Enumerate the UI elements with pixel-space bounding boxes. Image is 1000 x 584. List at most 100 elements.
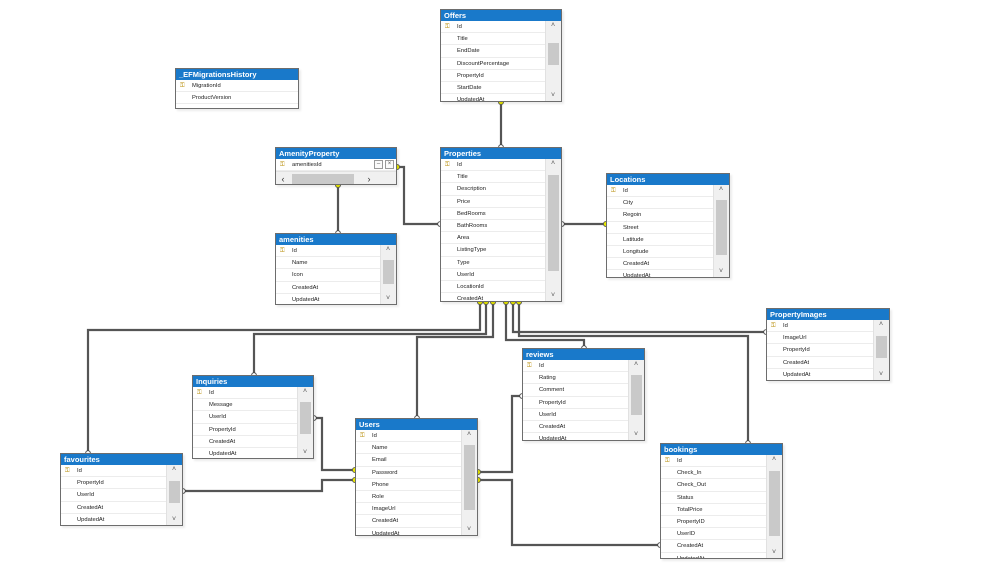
field-row[interactable]: ImageUrl <box>767 332 873 345</box>
relationship-users-favourites[interactable] <box>183 478 355 493</box>
scroll-down-icon[interactable]: ˅ <box>466 526 472 533</box>
field-row[interactable]: ⚿Id <box>661 455 766 468</box>
vertical-scrollbar[interactable]: ˄˅ <box>628 360 644 440</box>
scroll-up-icon[interactable]: ˄ <box>171 466 177 473</box>
field-row[interactable]: PropertyID <box>661 516 766 529</box>
field-row[interactable]: Message <box>193 399 297 412</box>
relationship-properties-users[interactable] <box>415 302 495 418</box>
scroll-thumb[interactable] <box>464 445 475 510</box>
field-row[interactable]: Comment <box>523 384 628 397</box>
field-row[interactable]: PropertyId <box>523 397 628 409</box>
field-row[interactable]: Status <box>661 492 766 504</box>
field-row[interactable]: LocationId <box>441 281 545 294</box>
scroll-down-icon[interactable]: ˅ <box>633 431 639 438</box>
scroll-thumb[interactable] <box>716 200 727 255</box>
scroll-up-icon[interactable]: ˄ <box>718 186 724 193</box>
field-row[interactable]: EndDate <box>441 45 545 58</box>
relationship-amenityprop-properties[interactable] <box>397 165 440 226</box>
relationship-users-inquiries[interactable] <box>314 416 355 472</box>
field-row[interactable]: CreatedAt <box>356 515 461 528</box>
relationship-properties-reviews[interactable] <box>504 302 586 348</box>
field-row[interactable]: CreatedAt <box>523 421 628 434</box>
field-row[interactable]: UpdatedAt <box>607 270 713 277</box>
scroll-thumb[interactable] <box>769 471 780 536</box>
field-row[interactable]: UserId <box>61 489 166 502</box>
vertical-scrollbar[interactable]: ˄˅ <box>380 245 396 304</box>
vertical-scrollbar[interactable]: ˄˅ <box>545 21 561 101</box>
field-row[interactable]: Name <box>356 442 461 455</box>
scroll-thumb[interactable] <box>169 481 180 503</box>
relationship-properties-propimages[interactable] <box>511 302 766 334</box>
table-title[interactable]: amenities <box>276 234 396 245</box>
field-row[interactable]: CreatedAt <box>61 502 166 514</box>
scroll-up-icon[interactable]: ˄ <box>550 160 556 167</box>
table-amenityprop[interactable]: AmenityProperty⚿amenitiesId–×‹› <box>275 147 397 185</box>
field-row[interactable]: ⚿Id <box>441 159 545 172</box>
field-row[interactable]: CreatedAt <box>661 540 766 553</box>
table-title[interactable]: Offers <box>441 10 561 21</box>
field-row[interactable]: Regoin <box>607 209 713 222</box>
field-row[interactable]: TotalPrice <box>661 504 766 516</box>
field-row[interactable]: ListingType <box>441 244 545 257</box>
field-row[interactable]: UpdatedAt <box>661 553 766 559</box>
scroll-thumb[interactable] <box>300 402 311 434</box>
scroll-down-icon[interactable]: ˅ <box>878 371 884 378</box>
table-title[interactable]: PropertyImages <box>767 309 889 320</box>
field-row[interactable]: UpdatedAt <box>441 94 545 101</box>
scroll-down-icon[interactable]: ˅ <box>550 292 556 299</box>
field-row[interactable]: UserID <box>661 528 766 541</box>
vertical-scrollbar[interactable]: ˄˅ <box>713 185 729 277</box>
field-row[interactable]: UpdatedAt <box>193 448 297 458</box>
scroll-up-icon[interactable]: ˄ <box>550 22 556 29</box>
field-row[interactable]: ⚿Id <box>767 320 873 333</box>
field-row[interactable]: Check_Out <box>661 479 766 492</box>
field-row[interactable]: CreatedAt <box>276 282 380 294</box>
field-row[interactable]: Price <box>441 196 545 208</box>
vertical-scrollbar[interactable]: ˄˅ <box>461 430 477 535</box>
field-row[interactable]: Check_In <box>661 467 766 480</box>
field-row[interactable]: PropertyId <box>193 424 297 436</box>
vertical-scrollbar[interactable]: ˄˅ <box>297 387 313 458</box>
scroll-down-icon[interactable]: ˅ <box>302 449 308 456</box>
field-row[interactable]: Rating <box>523 372 628 385</box>
field-row[interactable]: UpdatedAt <box>523 433 628 440</box>
field-row[interactable]: CreatedAt <box>607 258 713 271</box>
field-row[interactable]: UpdatedAt <box>356 528 461 536</box>
field-row[interactable]: Icon <box>276 269 380 282</box>
relationship-users-reviews[interactable] <box>478 394 522 474</box>
field-row[interactable]: ProductVersion <box>176 92 298 105</box>
field-row[interactable]: ⚿amenitiesId <box>276 159 396 172</box>
field-row[interactable]: Name <box>276 257 380 270</box>
scroll-up-icon[interactable]: ˄ <box>302 388 308 395</box>
vertical-scrollbar[interactable]: ˄˅ <box>766 455 782 558</box>
table-title[interactable]: Properties <box>441 148 561 159</box>
horizontal-scrollbar[interactable]: ‹› <box>276 171 396 184</box>
field-row[interactable]: Title <box>441 171 545 184</box>
scroll-thumb[interactable] <box>383 260 394 284</box>
field-row[interactable]: Phone <box>356 479 461 491</box>
field-row[interactable]: PropertyId <box>441 70 545 82</box>
close-icon[interactable]: × <box>385 160 394 169</box>
field-row[interactable]: PropertyId <box>61 477 166 490</box>
field-row[interactable]: CreatedAt <box>193 436 297 448</box>
field-row[interactable]: Type <box>441 257 545 269</box>
field-row[interactable]: ⚿Id <box>61 465 166 478</box>
table-title[interactable]: _EFMigrationsHistory <box>176 69 298 80</box>
table-title[interactable]: Locations <box>607 174 729 185</box>
field-row[interactable]: StartDate <box>441 82 545 95</box>
scroll-right-icon[interactable]: › <box>367 174 371 184</box>
scroll-up-icon[interactable]: ˄ <box>385 246 391 253</box>
field-row[interactable]: UserId <box>441 269 545 281</box>
scroll-down-icon[interactable]: ˅ <box>718 268 724 275</box>
field-row[interactable]: ⚿Id <box>193 387 297 400</box>
field-row[interactable]: Street <box>607 222 713 234</box>
